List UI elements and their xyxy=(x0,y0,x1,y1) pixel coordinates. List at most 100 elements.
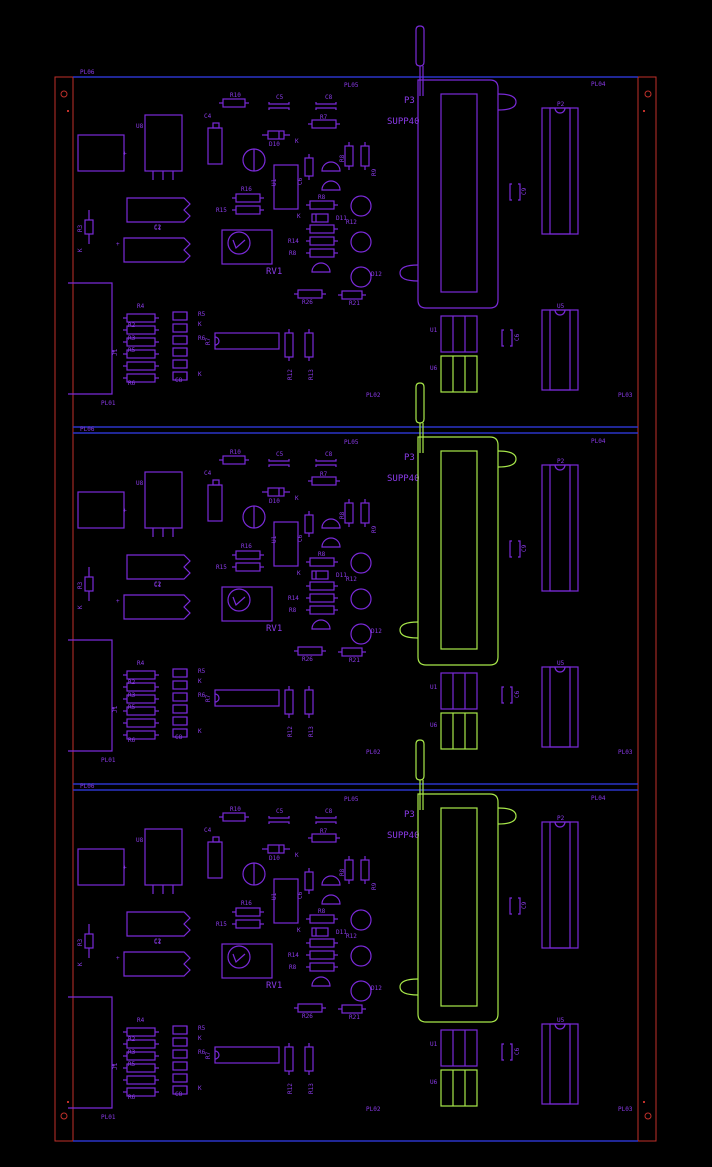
diode-d11[interactable] xyxy=(311,213,329,223)
regulator-u6[interactable] xyxy=(440,1069,478,1107)
capacitor-c8[interactable] xyxy=(315,816,337,824)
zif-socket-p3-contacts[interactable] xyxy=(440,93,478,293)
zif-socket-p3-tab-left[interactable] xyxy=(399,621,419,639)
connector-j1[interactable] xyxy=(68,996,113,1109)
trimmer-rv1-body[interactable] xyxy=(221,586,273,622)
dip-socket-u5-inner[interactable] xyxy=(549,309,571,391)
trimmer-rv1-wiper[interactable] xyxy=(227,231,251,255)
electrolytic-c2[interactable] xyxy=(123,951,191,977)
regulator-u1[interactable] xyxy=(440,315,478,353)
resistor-r14-body[interactable] xyxy=(309,236,335,246)
diode-left[interactable] xyxy=(84,576,94,592)
resistor-r16-body[interactable] xyxy=(235,550,261,560)
diode-d11[interactable] xyxy=(311,570,329,580)
dip-socket-u5-notch[interactable] xyxy=(554,1023,566,1030)
resistor-r8-body[interactable] xyxy=(309,557,335,567)
zif-socket-p3-tab-right[interactable] xyxy=(497,807,517,825)
resistor-r18-body[interactable] xyxy=(344,859,354,881)
dil-ic-bottom[interactable] xyxy=(214,332,280,350)
capacitor-c5[interactable] xyxy=(268,102,290,110)
resistor-r15-body[interactable] xyxy=(235,205,261,215)
capacitor-c6[interactable] xyxy=(501,686,513,704)
transistor-q5[interactable] xyxy=(350,266,372,288)
resistor-r10-body[interactable] xyxy=(222,98,246,108)
resistor-r10-body[interactable] xyxy=(222,455,246,465)
led-bank-3[interactable] xyxy=(172,692,188,702)
regulator-u6[interactable] xyxy=(440,355,478,393)
resistor-r8-body[interactable] xyxy=(309,200,335,210)
diode-left[interactable] xyxy=(84,219,94,235)
zif-socket-p3-contacts[interactable] xyxy=(440,807,478,1007)
led-bank-2[interactable] xyxy=(172,680,188,690)
capacitor-c5[interactable] xyxy=(268,459,290,467)
resistor-r7-body[interactable] xyxy=(311,833,337,843)
capacitor-c8[interactable] xyxy=(315,102,337,110)
transistor-q3[interactable] xyxy=(350,909,372,931)
terminal-block-top-left[interactable] xyxy=(77,134,125,172)
dip-socket-p2-notch[interactable] xyxy=(554,464,566,471)
trimmer-rv1-arrow[interactable] xyxy=(232,596,246,607)
dil-ic-bottom-notch[interactable] xyxy=(214,693,220,703)
electrolytic-c2[interactable] xyxy=(123,237,191,263)
resistor-r6-body[interactable] xyxy=(309,248,335,258)
led-bank-1[interactable] xyxy=(172,311,188,321)
diode-d10[interactable] xyxy=(267,844,285,854)
trimmer-rv1-body[interactable] xyxy=(221,229,273,265)
small-ic-c4-mark[interactable] xyxy=(212,479,220,486)
ic-middle[interactable] xyxy=(273,521,299,567)
dil-ic-bottom-notch[interactable] xyxy=(214,336,220,346)
zif-socket-p3-tab-left[interactable] xyxy=(399,264,419,282)
dil-ic-bottom[interactable] xyxy=(214,1046,280,1064)
resistor-r26-body[interactable] xyxy=(297,646,323,656)
capacitor-c9[interactable] xyxy=(509,540,521,558)
transistor-q5[interactable] xyxy=(350,623,372,645)
dip-socket-u5[interactable] xyxy=(541,1023,579,1105)
ic-middle[interactable] xyxy=(273,878,299,924)
led-bank-2[interactable] xyxy=(172,1037,188,1047)
transistor-q1-to92[interactable] xyxy=(321,875,341,886)
transistor-q6-to92[interactable] xyxy=(311,976,331,987)
trimmer-rv1-arrow[interactable] xyxy=(232,239,246,250)
dip-socket-u5-notch[interactable] xyxy=(554,666,566,673)
resistor-r11-body[interactable] xyxy=(304,514,314,534)
resistor-r12-body[interactable] xyxy=(284,332,294,358)
capacitor-c6[interactable] xyxy=(501,329,513,347)
zif-socket-p3-outline[interactable] xyxy=(417,436,499,666)
dip-socket-u5-inner[interactable] xyxy=(549,1023,571,1105)
trimmer-rv1-arrow[interactable] xyxy=(232,953,246,964)
led-bank-2[interactable] xyxy=(172,323,188,333)
led-bank-4[interactable] xyxy=(172,347,188,357)
resistor-r11-body[interactable] xyxy=(304,871,314,891)
led-bank-4[interactable] xyxy=(172,1061,188,1071)
dip-socket-u5[interactable] xyxy=(541,309,579,391)
resistor-bank-1-body[interactable] xyxy=(126,670,156,680)
transistor-q4[interactable] xyxy=(350,945,372,967)
zif-socket-p3-contacts[interactable] xyxy=(440,450,478,650)
resistor-r9-body[interactable] xyxy=(309,224,335,234)
electrolytic-c1[interactable] xyxy=(126,197,191,223)
resistor-r7-body[interactable] xyxy=(311,476,337,486)
dip-socket-p2-inner[interactable] xyxy=(549,464,571,592)
ic-middle[interactable] xyxy=(273,164,299,210)
small-ic-c4[interactable] xyxy=(207,484,223,522)
transistor-q2-to92[interactable] xyxy=(321,537,341,548)
resistor-r13-body[interactable] xyxy=(304,1046,314,1072)
connector-j1[interactable] xyxy=(68,639,113,752)
led-bank-5[interactable] xyxy=(172,716,188,726)
resistor-bank-5-body[interactable] xyxy=(126,361,156,371)
dip-socket-u5-notch[interactable] xyxy=(554,309,566,316)
transistor-q2-to92[interactable] xyxy=(321,180,341,191)
dip-socket-u5[interactable] xyxy=(541,666,579,748)
resistor-r9-body[interactable] xyxy=(309,581,335,591)
zif-socket-p3-tab-left[interactable] xyxy=(399,978,419,996)
dip-socket-p2-notch[interactable] xyxy=(554,107,566,114)
regulator-u1[interactable] xyxy=(440,672,478,710)
resistor-r21-body[interactable] xyxy=(341,290,363,300)
resistor-r8-body[interactable] xyxy=(309,914,335,924)
zif-socket-p3-lever-handle[interactable] xyxy=(415,25,425,67)
resistor-r7-body[interactable] xyxy=(311,119,337,129)
resistor-r14-body[interactable] xyxy=(309,593,335,603)
resistor-r12-body[interactable] xyxy=(284,1046,294,1072)
